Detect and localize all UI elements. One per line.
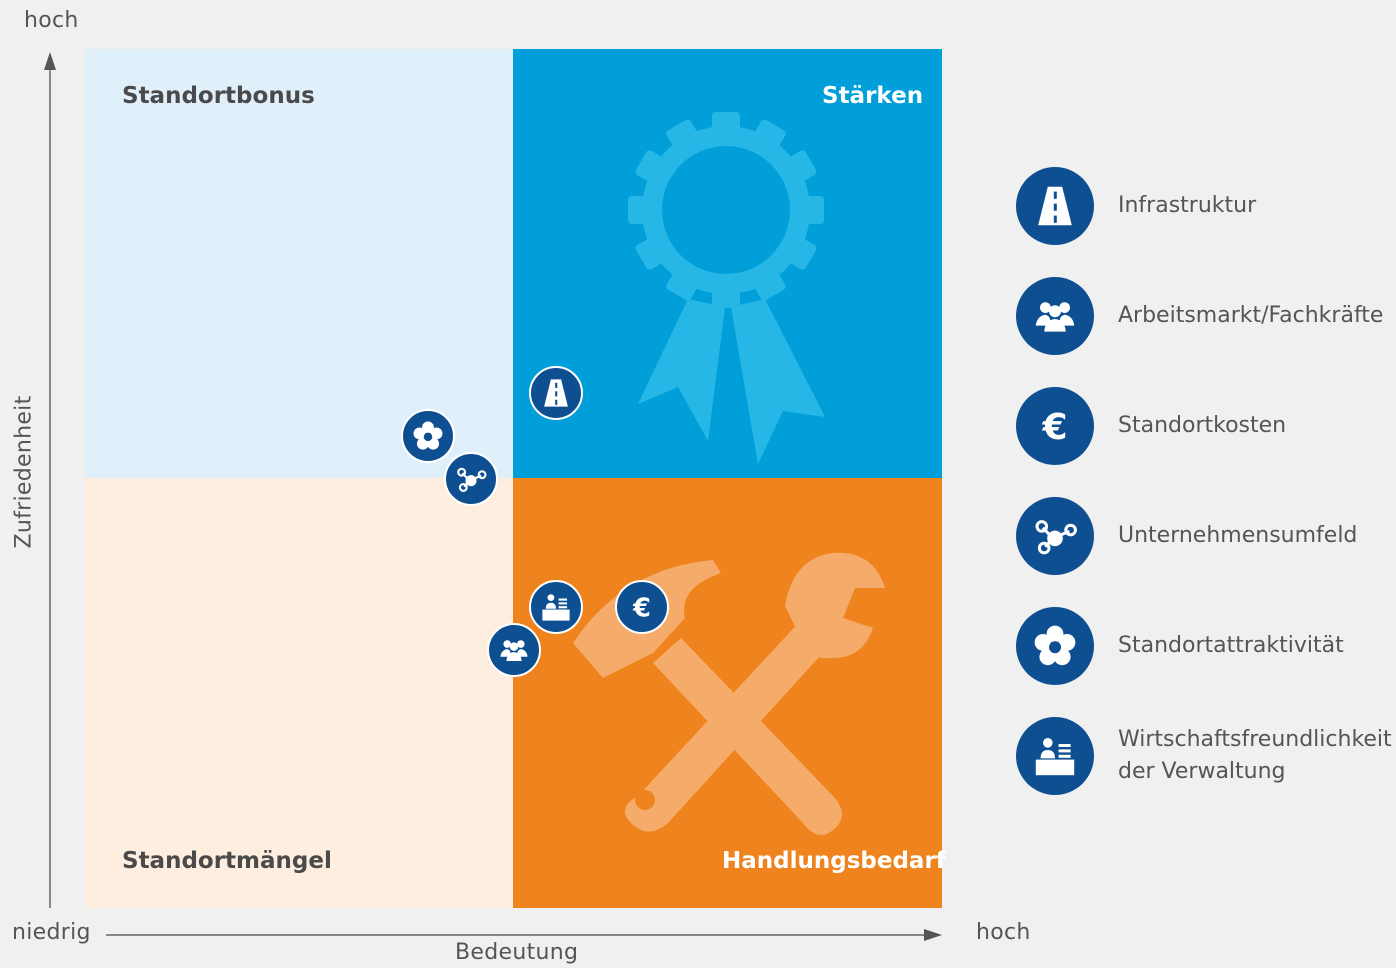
legend-item-standortattraktivitaet: Standortattraktivität [1016,607,1344,685]
legend-label: Arbeitsmarkt/Fachkräfte [1118,303,1384,328]
data-point-network [443,451,498,506]
quadrant-label-handlungsbedarf: Handlungsbedarf [722,848,946,874]
data-point-people [486,623,541,678]
data-point-office [529,580,584,635]
data-point-road [529,365,584,420]
flower-icon [411,419,445,453]
data-point-flower [400,408,455,463]
quadrant-bottom-left [85,478,513,908]
legend-label: Standortkosten [1118,413,1287,438]
legend-label: Unternehmensumfeld [1118,523,1358,548]
legend-item-wirtschaftsfreundlichkeit: Wirtschaftsfreundlichkeit der Verwaltung [1016,717,1392,795]
tools-icon [573,552,885,836]
quadrant-label-standortmaengel: Standortmängel [122,848,332,874]
network-icon [1016,497,1094,575]
legend-label: Infrastruktur [1118,193,1257,218]
y-axis-high-label: hoch [24,8,79,33]
quadrant-top-left [85,49,513,478]
legend-label: Wirtschaftsfreundlichkeit der Verwaltung [1118,727,1392,784]
people-icon [497,633,531,667]
road-icon [539,376,573,410]
legend-label: Standortattraktivität [1118,633,1344,658]
people-icon [1016,277,1094,355]
legend-item-unternehmensumfeld: Unternehmensumfeld [1016,497,1357,575]
x-axis-high-label: hoch [976,920,1031,945]
legend-item-standortkosten: Standortkosten [1016,387,1286,465]
x-axis-title: Bedeutung [455,940,579,965]
x-axis-low-label: niedrig [12,920,91,945]
y-axis-arrowhead [44,52,56,70]
euro-icon [1016,387,1094,465]
flower-icon [1016,607,1094,685]
office-icon [1016,717,1094,795]
quadrant-label-staerken: Stärken [822,83,924,109]
euro-icon [625,590,659,624]
quadrant-label-standortbonus: Standortbonus [122,83,315,109]
data-point-euro [615,580,670,635]
rosette-icon [628,112,825,464]
x-axis-arrowhead [924,929,942,941]
legend-item-infrastruktur: Infrastruktur [1016,167,1256,245]
network-icon [454,462,488,496]
office-icon [539,590,573,624]
legend-item-arbeitsmarkt: Arbeitsmarkt/Fachkräfte [1016,277,1383,355]
road-icon [1016,167,1094,245]
